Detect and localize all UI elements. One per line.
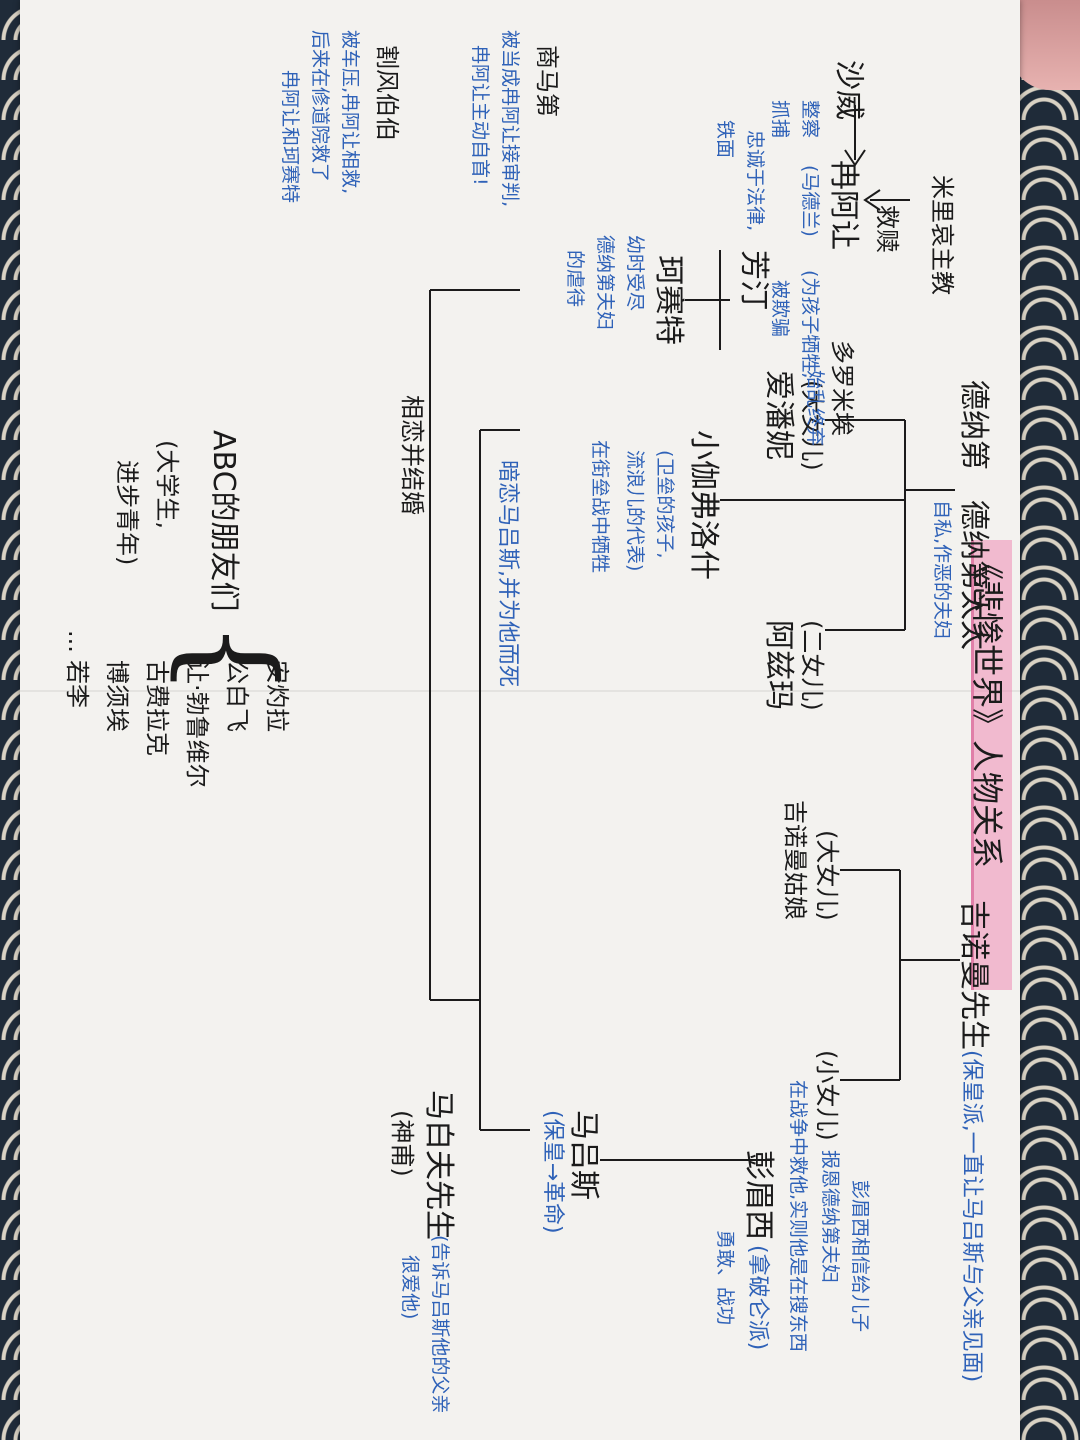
person-thenardier-wife: 德纳第太太 bbox=[956, 500, 991, 650]
rel-myriel: 救赎 bbox=[873, 205, 901, 253]
person-champmathieu: 商马第 bbox=[533, 45, 561, 117]
tag-abc: (大学生, bbox=[153, 440, 181, 529]
note-mabeuf-2: 很爱他) bbox=[399, 1255, 421, 1320]
note-gavroche-3: 在街垒战中牺牲 bbox=[589, 440, 611, 574]
group-abc: ABC的朋友们 bbox=[206, 430, 241, 612]
person-mabeuf: 马白夫先生 bbox=[421, 1090, 456, 1240]
note-javert-4: 铁面 bbox=[714, 120, 736, 159]
note-cosette-3: 的虐待 bbox=[564, 250, 586, 308]
note-fauchelevent-2: 后来在修道院救了 bbox=[309, 30, 331, 183]
person-elder-daughter: 吉诺曼姑娘 bbox=[781, 800, 809, 920]
link-cosette-marius: 相恋并结婚 bbox=[398, 395, 426, 515]
note-pontmercy: (拿破仑派) bbox=[745, 1245, 770, 1351]
link-eponine-marius: 暗恋马吕斯,并为他而死 bbox=[495, 460, 520, 687]
tag-valjean: (马德兰) bbox=[799, 165, 821, 237]
note-cosette-1: 幼时受尽 bbox=[624, 235, 646, 312]
note-marius: (保皇→革命) bbox=[540, 1110, 565, 1234]
tag-mabeuf: (神甫) bbox=[388, 1110, 416, 1177]
person-myriel: 米里哀主教 bbox=[928, 175, 956, 295]
note-champmathieu-1: 被当成冉阿让接审判, bbox=[499, 30, 521, 208]
abc-member-more: ... bbox=[63, 630, 91, 653]
person-fauchelevent: 割风伯伯 bbox=[373, 45, 401, 141]
abc-member: 让·勃鲁维尔 bbox=[183, 660, 211, 788]
note-javert-2: 抓捕 bbox=[769, 100, 791, 139]
note-thenardier-wife: 自私,作恶的夫妇 bbox=[931, 500, 953, 640]
arrow-head-myriel bbox=[863, 189, 881, 211]
person-javert: 沙威 bbox=[831, 60, 866, 120]
paper-sheet: 《悲惨世界》人物关系 bbox=[20, 0, 1020, 1440]
abc-member: 博须埃 bbox=[103, 660, 131, 732]
tag-younger-daughter: (小女儿) bbox=[813, 1050, 841, 1141]
person-gavroche: 小伽弗洛什 bbox=[686, 430, 721, 580]
tag-abc-2: 进步青年) bbox=[113, 460, 141, 566]
person-cosette: 珂赛特 bbox=[651, 255, 686, 345]
note-tholomyes: 始乱终弃 bbox=[804, 370, 826, 447]
note-gavroche-2: 流浪儿的代表) bbox=[624, 450, 646, 572]
note-fauchelevent-3: 冉阿让和珂赛特 bbox=[279, 70, 301, 204]
note-mabeuf: (告诉马吕斯他的父亲 bbox=[429, 1235, 451, 1414]
story-pontmercy-3: 在战争中救他,实则他是在搜东西 bbox=[787, 1080, 809, 1353]
abc-member: 古费拉克 bbox=[143, 660, 171, 756]
note-fantine-1: (为孩子牺牲, bbox=[799, 270, 821, 379]
tag-azelma: (二女儿) bbox=[798, 620, 826, 711]
person-valjean: 冉阿让 bbox=[826, 160, 861, 250]
story-pontmercy-2: 报恩德纳第夫妇 bbox=[819, 1150, 841, 1284]
arrow-head-javert bbox=[844, 149, 866, 167]
person-azelma: 阿兹玛 bbox=[761, 620, 796, 710]
note-fauchelevent-1: 被车压,冉阿让相救, bbox=[339, 30, 361, 195]
note-gavroche-1: (卫垒的孩子, bbox=[654, 450, 676, 559]
person-eponine: 爱潘妮 bbox=[761, 370, 796, 460]
person-pontmercy: 彭眉西 bbox=[741, 1150, 776, 1240]
person-marius: 马吕斯 bbox=[566, 1110, 601, 1200]
story-pontmercy-1: 彭眉西相信给儿子 bbox=[849, 1180, 871, 1333]
note-champmathieu-2: 冉阿让主动自首! bbox=[469, 45, 491, 186]
person-thenardier: 德纳第 bbox=[956, 380, 991, 470]
paper-fold bbox=[20, 690, 1020, 692]
abc-member: 若李 bbox=[63, 660, 91, 708]
connector-lines bbox=[429, 105, 960, 1161]
note-javert-3: 忠诚于法律, bbox=[744, 130, 766, 232]
note-cosette-2: 德纳第夫妇 bbox=[594, 235, 616, 331]
note-pontmercy-2: 勇敢、战功 bbox=[714, 1230, 736, 1326]
abc-member: 公白飞 bbox=[223, 660, 251, 732]
person-fantine: 芳汀 bbox=[736, 250, 771, 310]
pink-object-corner bbox=[1010, 0, 1080, 90]
person-gillenormand: 吉诺曼先生 bbox=[956, 900, 991, 1050]
person-tholomyes: 多罗米埃 bbox=[828, 340, 856, 436]
tag-elder-daughter: (大女儿) bbox=[813, 830, 841, 921]
note-gillenormand: (保皇派,一直让马吕斯与父亲见面) bbox=[959, 1050, 984, 1383]
relationship-diagram: 《悲惨世界》人物关系 bbox=[20, 0, 1020, 1440]
note-javert-1: 整察 bbox=[799, 100, 821, 139]
abc-member: 安灼拉 bbox=[263, 660, 291, 732]
note-fantine-2: 被欺骗 bbox=[769, 280, 791, 338]
